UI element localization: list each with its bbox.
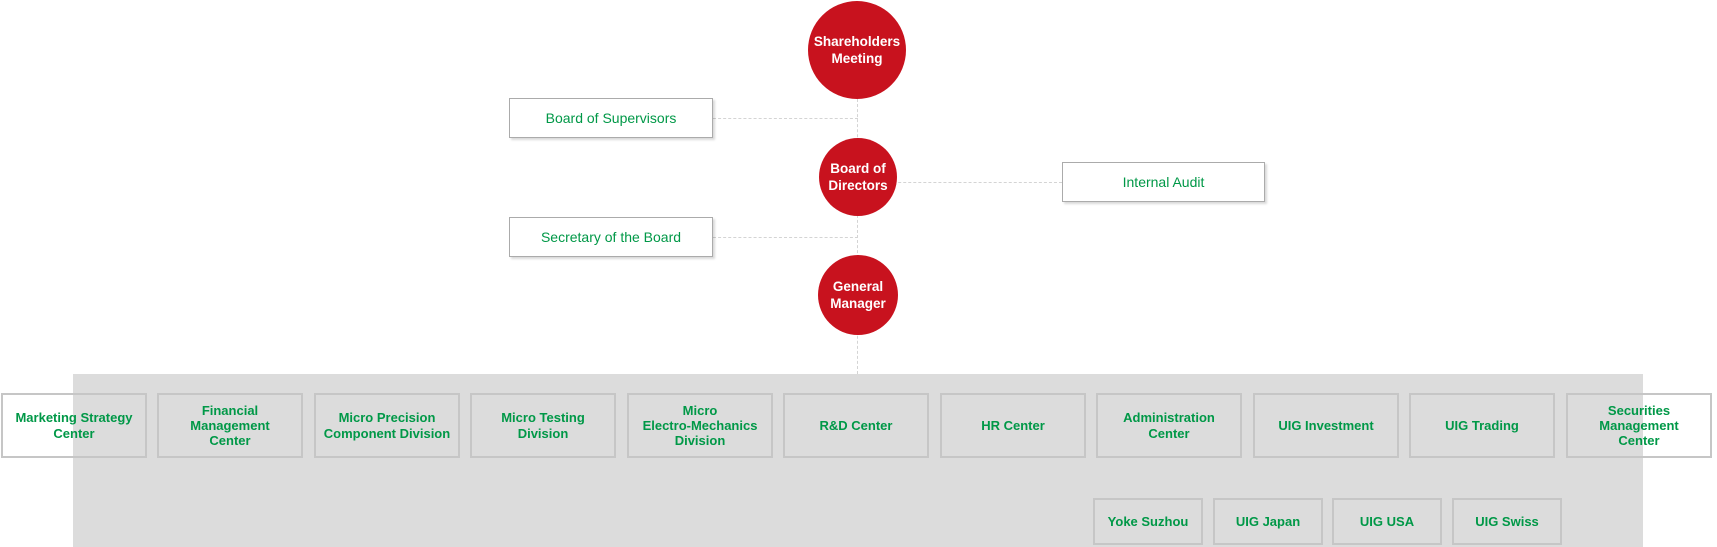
subsidiary-uig-japan-label: UIG Japan: [1235, 513, 1301, 529]
dept-micro-precision-component-division-label: Micro Precision Component Division: [323, 410, 451, 441]
dept-financial-management-center-label: Financial Management Center: [190, 402, 270, 449]
dept-marketing-strategy-center: Marketing Strategy Center: [1, 393, 147, 458]
dept-administration-center: Administration Center: [1096, 393, 1242, 458]
node-general-manager: General Manager: [818, 255, 898, 335]
subsidiary-uig-swiss-label: UIG Swiss: [1475, 513, 1539, 529]
subsidiary-uig-usa-label: UIG USA: [1359, 513, 1415, 529]
connector-supervisors-to-spine: [713, 118, 858, 119]
box-board-of-supervisors: Board of Supervisors: [509, 98, 713, 138]
dept-micro-testing-division: Micro Testing Division: [470, 393, 616, 458]
dept-micro-testing-division-label: Micro Testing Division: [501, 410, 585, 441]
dept-micro-electro-mechanics-division: Micro Electro-Mechanics Division: [627, 393, 773, 458]
dept-securities-management-center: Securities Management Center: [1566, 393, 1712, 458]
connector-secretary-to-spine: [713, 237, 858, 238]
box-board-of-supervisors-label: Board of Supervisors: [545, 110, 677, 126]
dept-administration-center-label: Administration Center: [1123, 410, 1215, 441]
box-secretary-of-the-board: Secretary of the Board: [509, 217, 713, 257]
subsidiary-yoke-suzhou: Yoke Suzhou: [1093, 498, 1203, 545]
node-board-of-directors: Board of Directors: [819, 138, 897, 216]
node-general-manager-label: General Manager: [830, 278, 886, 311]
subsidiary-uig-swiss: UIG Swiss: [1452, 498, 1562, 545]
box-internal-audit: Internal Audit: [1062, 162, 1265, 202]
dept-uig-trading: UIG Trading: [1409, 393, 1555, 458]
dept-hr-center: HR Center: [940, 393, 1086, 458]
dept-uig-investment: UIG Investment: [1253, 393, 1399, 458]
dept-securities-management-center-label: Securities Management Center: [1599, 402, 1679, 449]
dept-uig-trading-label: UIG Trading: [1445, 417, 1519, 433]
dept-hr-center-label: HR Center: [981, 417, 1045, 433]
dept-marketing-strategy-center-label: Marketing Strategy Center: [15, 410, 133, 441]
subsidiary-uig-japan: UIG Japan: [1213, 498, 1323, 545]
dept-micro-electro-mechanics-division-label: Micro Electro-Mechanics Division: [642, 402, 758, 449]
connector-directors-to-internal-audit: [858, 182, 1062, 183]
connector-vertical-spine: [857, 99, 858, 374]
node-board-of-directors-label: Board of Directors: [828, 160, 888, 193]
subsidiary-uig-usa: UIG USA: [1332, 498, 1442, 545]
dept-uig-investment-label: UIG Investment: [1278, 417, 1374, 433]
dept-rd-center-label: R&D Center: [819, 417, 893, 433]
dept-financial-management-center: Financial Management Center: [157, 393, 303, 458]
dept-micro-precision-component-division: Micro Precision Component Division: [314, 393, 460, 458]
box-internal-audit-label: Internal Audit: [1122, 174, 1205, 190]
node-shareholders-meeting-label: Shareholders Meeting: [813, 33, 901, 66]
dept-rd-center: R&D Center: [783, 393, 929, 458]
departments-band: [73, 374, 1643, 547]
box-secretary-of-the-board-label: Secretary of the Board: [540, 229, 682, 245]
node-shareholders-meeting: Shareholders Meeting: [808, 1, 906, 99]
subsidiary-yoke-suzhou-label: Yoke Suzhou: [1107, 513, 1189, 529]
